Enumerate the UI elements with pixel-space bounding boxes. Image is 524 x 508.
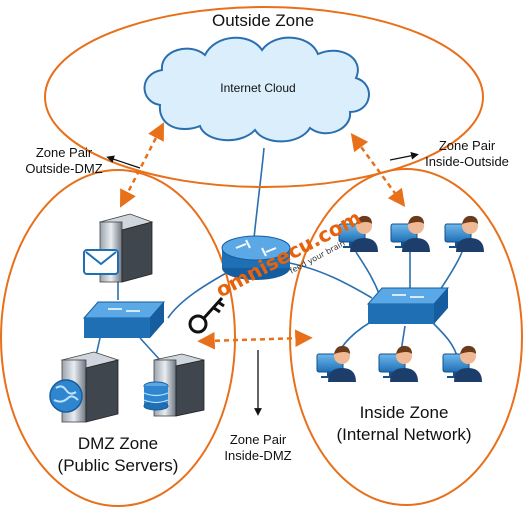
zone-pair-inside-dmz-line2: Inside-DMZ (224, 448, 291, 463)
dmz-switch-icon (82, 301, 166, 338)
link-router-inside-switch (283, 261, 373, 299)
zone-pair-outside-dmz-line1: Zone Pair (36, 145, 93, 160)
web-server-icon (49, 351, 120, 423)
outside-zone-boundary (44, 6, 484, 188)
pointer-inside-outside (389, 151, 419, 161)
link-db-server (139, 337, 161, 361)
link-pc-3 (439, 251, 463, 291)
zone-pair-inside-dmz-arrow (197, 329, 313, 350)
zone-pair-inside-outside-line1: Zone Pair (439, 138, 496, 153)
user-workstation-icon-4 (316, 345, 357, 383)
zone-pair-outside-dmz-arrow (119, 122, 165, 208)
inside-zone-boundary (289, 168, 523, 506)
user-workstation-icon-3 (444, 215, 485, 253)
outside-zone-title: Outside Zone (212, 11, 314, 30)
router-icon (221, 235, 291, 280)
mail-server-icon (83, 213, 154, 283)
dmz-zone-subtitle: (Public Servers) (58, 456, 179, 475)
key-icon (188, 296, 225, 334)
pointer-outside-dmz (106, 155, 141, 169)
inside-switch-icon (366, 287, 450, 324)
cloud-label: Internet Cloud (220, 81, 295, 95)
link-router-dmz-switch (167, 271, 229, 319)
user-workstation-icon-6 (442, 345, 483, 383)
inside-zone-title: Inside Zone (360, 403, 449, 422)
zone-pair-inside-dmz-line1: Zone Pair (230, 432, 287, 447)
link-pc-1 (355, 251, 381, 297)
database-server-icon (143, 353, 205, 417)
zone-pair-inside-outside-arrow (350, 132, 406, 208)
inside-zone-subtitle: (Internal Network) (336, 425, 471, 444)
zone-pair-outside-dmz-line2: Outside-DMZ (25, 161, 102, 176)
internet-cloud (143, 36, 370, 143)
link-cloud-router (253, 147, 265, 239)
zone-pair-inside-outside-line2: Inside-Outside (425, 154, 509, 169)
user-workstation-icon-2 (390, 215, 431, 253)
dmz-zone-title: DMZ Zone (78, 434, 158, 453)
user-workstation-icon-5 (378, 345, 419, 383)
